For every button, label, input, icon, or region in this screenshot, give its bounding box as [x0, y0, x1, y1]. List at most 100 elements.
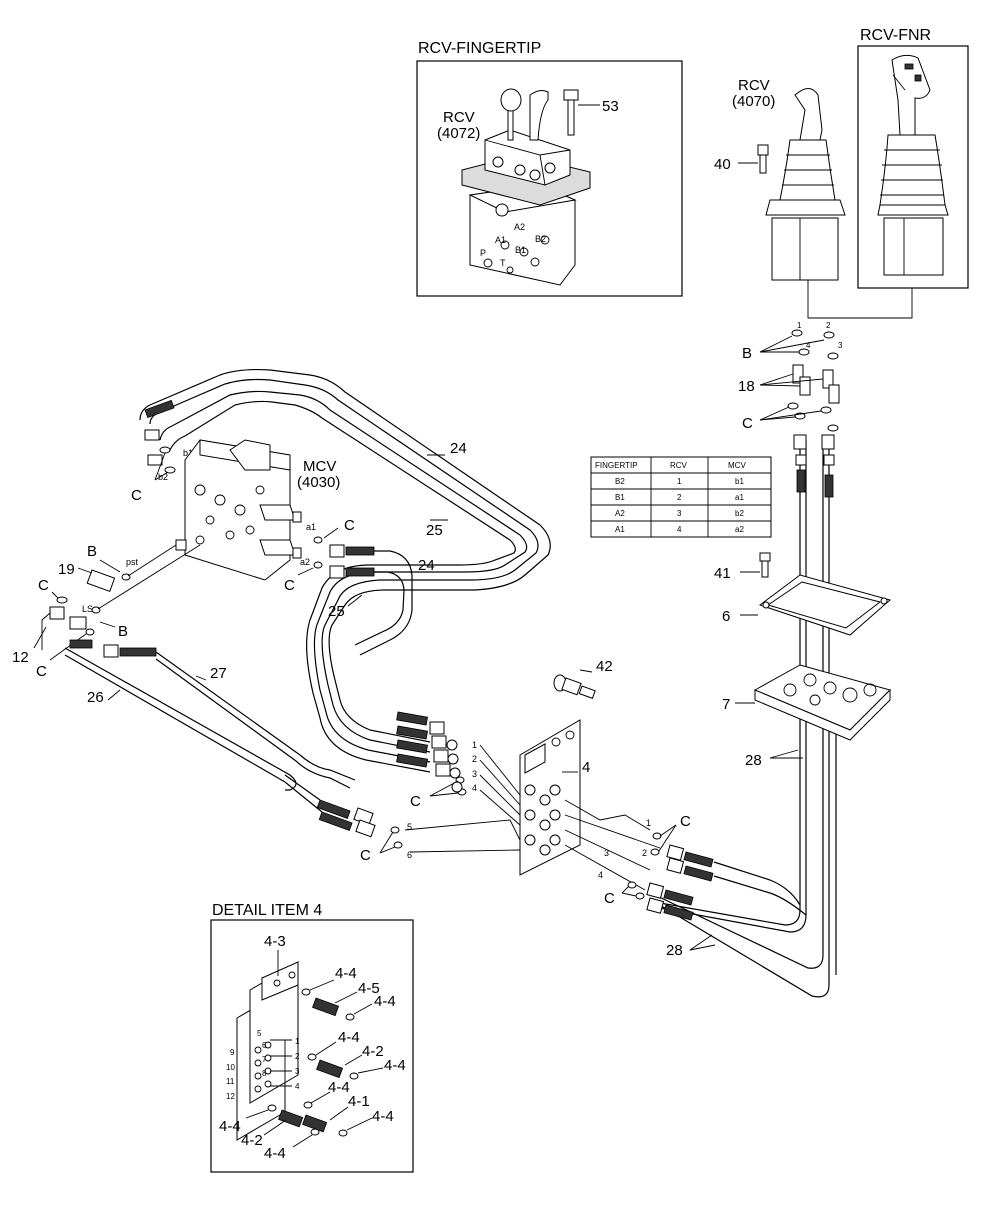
callout-25-lower: 25	[328, 603, 345, 620]
table-cell: B1	[615, 493, 625, 502]
plate-num-4: 4	[295, 1082, 300, 1091]
plate-num-8: 8	[262, 1069, 267, 1078]
port-label-a2: A2	[514, 222, 525, 232]
port-label-b2: B2	[535, 234, 546, 244]
table-cell: B2	[615, 477, 625, 486]
callout-c-bracket-right: C	[680, 813, 691, 830]
port-mapping-table: FINGERTIP RCV MCV B2 1 b1 B1 2 a1 A2 3 b…	[590, 456, 772, 538]
plate-7: 7 28	[722, 664, 891, 769]
port-label-a2: a2	[300, 557, 310, 567]
plate-num-10: 10	[226, 1063, 235, 1072]
table-cell: b2	[735, 509, 744, 518]
callout-12: 12	[12, 649, 29, 666]
detail-label-4-4-g: 4-4	[219, 1118, 241, 1135]
detail-item-4-title: DETAIL ITEM 4	[212, 902, 322, 919]
callout-6: 6	[722, 608, 730, 625]
rcv-fingertip-valve: A1 A2 B1 B2 P T	[461, 88, 591, 286]
port-label-b2: b2	[158, 472, 168, 482]
port-num-1-right: 1	[646, 818, 651, 828]
detail-label-4-4-f: 4-4	[372, 1108, 394, 1125]
callout-28-lower: 28	[666, 942, 683, 959]
mcv-label: MCV	[303, 458, 336, 475]
table-header-mcv: MCV	[728, 461, 746, 470]
detail-item-4-panel: DETAIL ITEM 4 9 10 11 12 1 2 3 4 5 6 7 8	[210, 902, 414, 1173]
callout-b-top: B	[742, 345, 752, 362]
rcv-joystick-code: (4070)	[732, 93, 775, 110]
callout-24-upper: 24	[450, 440, 467, 457]
detail-label-4-3: 4-3	[264, 933, 286, 950]
port-num-2-right: 2	[642, 848, 647, 858]
bracket-4: 4 42 1 2 3 4 5 6 C C 1	[360, 658, 691, 907]
fitting-stack: 1 2 3 4 B 18 C	[738, 321, 843, 432]
rcv-connector-line	[807, 280, 913, 319]
plate-num-5: 5	[257, 1029, 262, 1038]
detail-label-4-4-b: 4-4	[374, 993, 396, 1010]
plate-num-2: 2	[295, 1052, 300, 1061]
port-label-a1: A1	[495, 235, 506, 245]
detail-label-4-2-a: 4-2	[362, 1043, 384, 1060]
port-num-1-left: 1	[472, 740, 477, 750]
detail-label-4-4-h: 4-4	[264, 1145, 286, 1162]
detail-label-4-4-e: 4-4	[328, 1079, 350, 1096]
plate-num-3: 3	[295, 1067, 300, 1076]
hose-ends-right-bracket: 28	[646, 844, 807, 959]
callout-26: 26	[87, 689, 104, 706]
port-label-b1: B1	[515, 245, 526, 255]
detail-label-4-4-a: 4-4	[335, 965, 357, 982]
stack-num-3: 3	[838, 341, 843, 350]
port-label-a1: a1	[306, 522, 316, 532]
callout-c-stack: C	[742, 415, 753, 432]
plate-6: 6 41	[714, 552, 892, 636]
table-cell: A2	[615, 509, 625, 518]
rcv-fingertip-label: RCV	[443, 109, 475, 126]
callout-24-lower: 24	[418, 557, 435, 574]
mcv-code: (4030)	[297, 474, 340, 491]
callout-c-left-bottom: C	[36, 663, 47, 680]
plate-num-11: 11	[226, 1077, 235, 1086]
detail-label-4-4-c: 4-4	[338, 1029, 360, 1046]
port-num-6: 6	[407, 850, 412, 860]
rcv-fingertip-title: RCV-FINGERTIP	[418, 40, 541, 57]
table-header-fingertip: FINGERTIP	[595, 461, 638, 470]
callout-c-a2: C	[284, 577, 295, 594]
detail-label-4-4-d: 4-4	[384, 1057, 406, 1074]
port-label-ls: LS	[82, 604, 93, 614]
callout-25-upper: 25	[426, 522, 443, 539]
callout-c-lower-left: C	[360, 847, 371, 864]
hose-26-27: 26 27	[64, 639, 376, 838]
mcv-valve: a1 a2 C C MCV (4030)	[175, 439, 355, 594]
callout-42: 42	[596, 658, 613, 675]
rcv-joystick: RCV (4070) 40	[714, 77, 846, 281]
table-cell: a1	[735, 493, 744, 502]
port-num-3-right: 3	[604, 848, 609, 858]
rcv-fingertip-code: (4072)	[437, 125, 480, 142]
stack-num-2: 2	[826, 321, 831, 330]
callout-7: 7	[722, 696, 730, 713]
port-num-5: 5	[407, 822, 412, 832]
port-num-4-left: 4	[472, 783, 477, 793]
table-cell: 3	[677, 509, 682, 518]
left-fittings: pst 19 B C LS B 12 C	[12, 543, 201, 680]
table-cell: A1	[615, 525, 625, 534]
callout-b-pst: B	[87, 543, 97, 560]
hose-24-25-loop: C b1 b2 24 25	[131, 368, 551, 773]
detail-label-4-1: 4-1	[348, 1093, 370, 1110]
table-cell: 1	[677, 477, 682, 486]
callout-53: 53	[602, 98, 619, 115]
callout-28-upper: 28	[745, 752, 762, 769]
table-cell: 4	[677, 525, 682, 534]
port-label-pst: pst	[126, 557, 139, 567]
rcv-fnr-title: RCV-FNR	[860, 27, 931, 44]
callout-40: 40	[714, 156, 731, 173]
callout-c-bracket-lower: C	[604, 890, 615, 907]
hose-ends-left-bracket	[396, 711, 463, 793]
callout-b-ls: B	[118, 623, 128, 640]
rcv-fnr-panel: RCV-FNR	[857, 27, 969, 289]
hose-24-25-mcv-ends: 24 25	[328, 544, 435, 656]
plate-num-9: 9	[230, 1048, 235, 1057]
port-num-3-left: 3	[472, 769, 477, 779]
callout-19: 19	[58, 561, 75, 578]
callout-18: 18	[738, 378, 755, 395]
plate-num-7: 7	[262, 1055, 267, 1064]
